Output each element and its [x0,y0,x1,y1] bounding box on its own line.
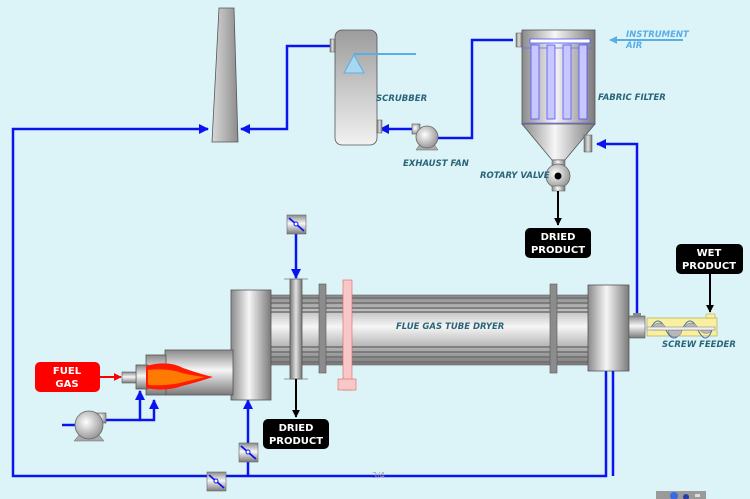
combustion-air-fan[interactable] [73,410,107,442]
dried-product-box-top: DRIED PRODUCT [525,228,591,258]
dried-product-bottom-line1: DRIED [279,423,314,434]
exhaust-fan-label: EXHAUST FAN [403,159,469,169]
fuel-gas-box: FUEL GAS [35,362,100,392]
damper-chamber[interactable] [238,442,259,463]
wet-product-box: WET PRODUCT [676,244,743,274]
screw-feeder[interactable] [646,313,718,339]
instrument-air-label-2: AIR [625,41,642,51]
rotary-valve[interactable] [545,159,571,192]
wet-product-line2: PRODUCT [682,261,736,272]
scrubber-to-stack-line [240,44,331,134]
toolbar-icon-1[interactable] [670,492,678,499]
fabric-filter-label: FABRIC FILTER [598,93,666,103]
stack[interactable] [211,7,239,143]
filter-bags [530,44,588,120]
burner-air-line-2 [140,399,159,422]
tube-dryer[interactable] [230,278,646,401]
fuel-gas-line2: GAS [55,379,78,390]
spray-nozzle-icon [343,53,365,74]
dried-product-bottom-line2: PRODUCT [269,436,323,447]
scrubber[interactable] [329,29,416,146]
recycle-loop-line [11,124,608,478]
dried-product-box-bottom: DRIED PRODUCT [263,419,329,449]
toolbar-icon-3[interactable] [695,494,700,497]
scrubber-label: SCRUBBER [376,94,427,104]
help-icon[interactable] [683,494,689,499]
tube-dryer-label: FLUE GAS TUBE DRYER [396,322,504,332]
rotary-valve-label: ROTARY VALVE [480,171,550,181]
filter-to-fan-line [421,38,513,143]
damper-recycle[interactable] [206,471,227,492]
fuel-gas-line1: FUEL [53,366,82,377]
screw-feeder-label: SCREW FEEDER [662,340,736,350]
exhaust-fan[interactable] [411,123,439,151]
damper-top[interactable] [286,214,307,235]
mini-toolbar[interactable] [656,491,706,499]
dried-product-top-line2: PRODUCT [531,245,585,256]
dryer-to-filter-line [596,139,639,320]
burner[interactable] [121,349,234,396]
instrument-air-label-1: INSTRUMENT [626,30,690,40]
girth-gear [342,279,353,391]
flue-gas-lines [11,38,639,478]
burner-air-line-1 [104,390,145,422]
wet-product-line1: WET [697,248,722,259]
page-indicator: 3/4 [372,471,385,480]
fabric-filter[interactable] [515,29,596,161]
dried-product-top-line1: DRIED [541,232,576,243]
